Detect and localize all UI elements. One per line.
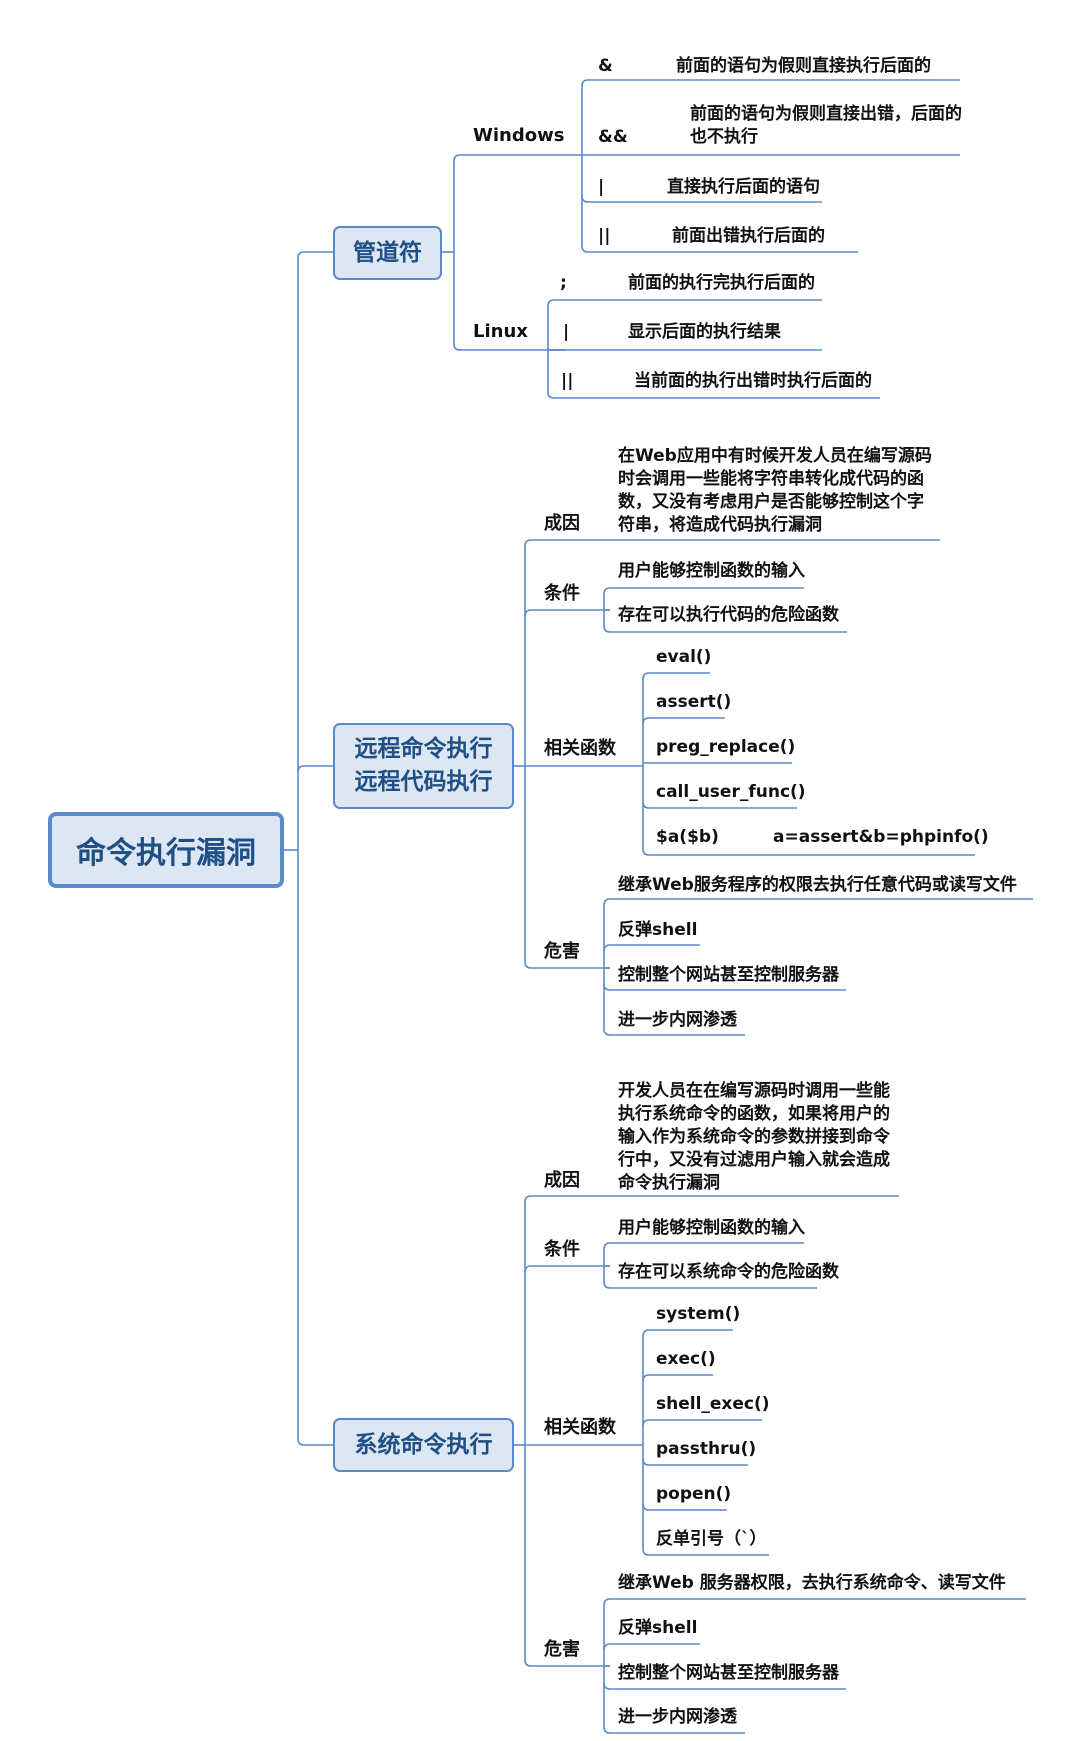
sys-cond-1: 用户能够控制函数的输入: [618, 1218, 805, 1238]
rce-harm-3: 控制整个网站甚至控制服务器: [618, 965, 839, 985]
rce-func-2: assert(): [656, 692, 732, 712]
rce-func-3: preg_replace(): [656, 737, 796, 757]
linux-label: Linux: [473, 321, 528, 342]
win-desc-1: 前面的语句为假则直接执行后面的: [676, 56, 931, 76]
root-node[interactable]: 命令执行漏洞: [48, 812, 284, 888]
rce-cause-text: 在Web应用中有时候开发人员在编写源码时会调用一些能将字符串转化成代码的函数，又…: [618, 446, 932, 535]
rce-func-4: call_user_func(): [656, 782, 806, 802]
sys-harm-3: 控制整个网站甚至控制服务器: [618, 1663, 839, 1683]
linux-desc-2: 显示后面的执行结果: [628, 322, 781, 342]
sys-harm-2: 反弹shell: [618, 1618, 698, 1638]
rce-func-1: eval(): [656, 647, 712, 667]
rce-harm-1: 继承Web服务程序的权限去执行任意代码或读写文件: [618, 875, 1017, 895]
win-desc-4: 前面出错执行后面的: [672, 226, 825, 246]
win-key-2: &&: [598, 127, 628, 147]
rce-cond-label: 条件: [544, 583, 580, 604]
rce-harm-4: 进一步内网渗透: [618, 1010, 737, 1030]
rce-harm-2: 反弹shell: [618, 920, 698, 940]
rce-func-note: a=assert&b=phpinfo(): [773, 827, 989, 847]
sys-harm-1: 继承Web 服务器权限，去执行系统命令、读写文件: [618, 1573, 1006, 1593]
sys-func-1: system(): [656, 1304, 741, 1324]
linux-key-3: ||: [561, 371, 574, 391]
sys-cond-2: 存在可以系统命令的危险函数: [618, 1262, 839, 1282]
sys-harm-label: 危害: [544, 1639, 580, 1660]
sys-func-2: exec(): [656, 1349, 716, 1369]
win-key-1: &: [598, 56, 613, 76]
sys-func-5: popen(): [656, 1484, 732, 1504]
rce-cond-1: 用户能够控制函数的输入: [618, 561, 805, 581]
linux-key-2: |: [563, 322, 570, 342]
rce-node[interactable]: 远程命令执行 远程代码执行: [333, 723, 514, 809]
rce-cond-2: 存在可以执行代码的危险函数: [618, 605, 839, 625]
win-desc-3: 直接执行后面的语句: [667, 177, 820, 197]
sys-func-label: 相关函数: [544, 1417, 616, 1438]
sys-cause-label: 成因: [544, 1170, 580, 1191]
sys-cond-label: 条件: [544, 1239, 580, 1260]
linux-key-1: ;: [560, 273, 567, 293]
linux-desc-3: 当前面的执行出错时执行后面的: [634, 371, 872, 391]
win-key-4: ||: [598, 226, 611, 246]
sys-cause-text: 开发人员在在编写源码时调用一些能执行系统命令的函数，如果将用户的输入作为系统命令…: [618, 1081, 890, 1193]
rce-func-label: 相关函数: [544, 738, 616, 759]
sys-func-3: shell_exec(): [656, 1394, 770, 1414]
pipe-node[interactable]: 管道符: [333, 226, 442, 280]
rce-func-5: $a($b): [656, 827, 719, 847]
rce-harm-label: 危害: [544, 941, 580, 962]
sys-harm-4: 进一步内网渗透: [618, 1707, 737, 1727]
windows-label: Windows: [473, 125, 565, 146]
win-desc-2: 前面的语句为假则直接出错，后面的也不执行: [690, 104, 962, 147]
win-key-3: |: [598, 177, 605, 197]
sys-func-4: passthru(): [656, 1439, 757, 1459]
sys-func-6: 反单引号（`）: [656, 1529, 767, 1549]
rce-cause-label: 成因: [544, 513, 580, 534]
linux-desc-1: 前面的执行完执行后面的: [628, 273, 815, 293]
sys-node[interactable]: 系统命令执行: [333, 1418, 514, 1472]
